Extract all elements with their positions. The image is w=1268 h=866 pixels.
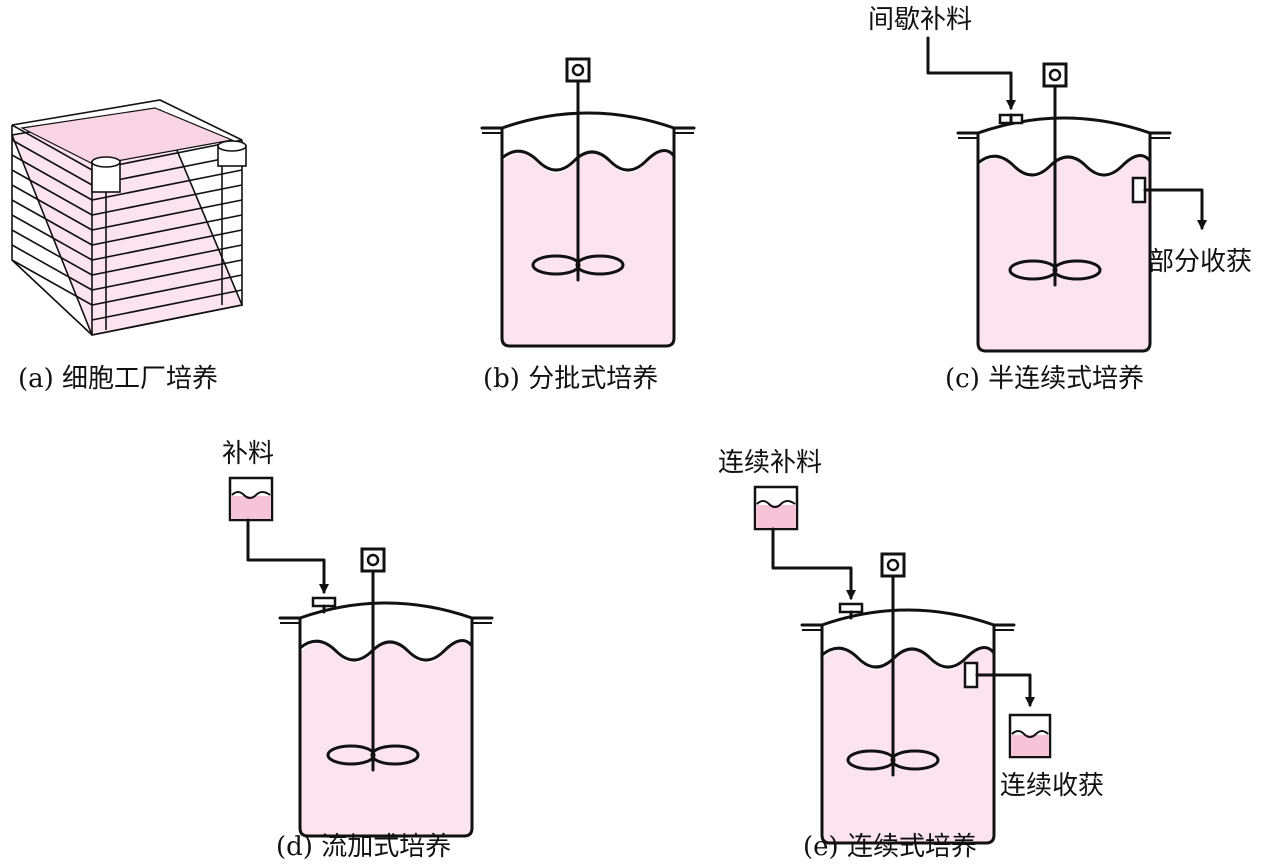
caption-c: (c) 半连续式培养 — [945, 364, 1144, 394]
cell-factory — [10, 99, 247, 336]
caption-e: (e) 连续式培养 — [803, 832, 977, 862]
label-feed: 补料 — [222, 439, 274, 469]
caption-a: (a) 细胞工厂培养 — [18, 364, 218, 394]
caption-d: (d) 流加式培养 — [276, 832, 451, 862]
label-intermittent-feed: 间歇补料 — [868, 5, 972, 35]
label-partial-harvest: 部分收获 — [1148, 247, 1252, 277]
reactor-batch — [480, 57, 696, 348]
caption-b: (b) 分批式培养 — [483, 364, 658, 394]
label-continuous-harvest: 连续收获 — [1000, 771, 1104, 801]
reactor-continuous — [753, 485, 1052, 845]
label-continuous-feed: 连续补料 — [718, 448, 822, 478]
reactor-fed-batch — [228, 476, 494, 838]
reactor-semi-continuous — [926, 36, 1207, 353]
